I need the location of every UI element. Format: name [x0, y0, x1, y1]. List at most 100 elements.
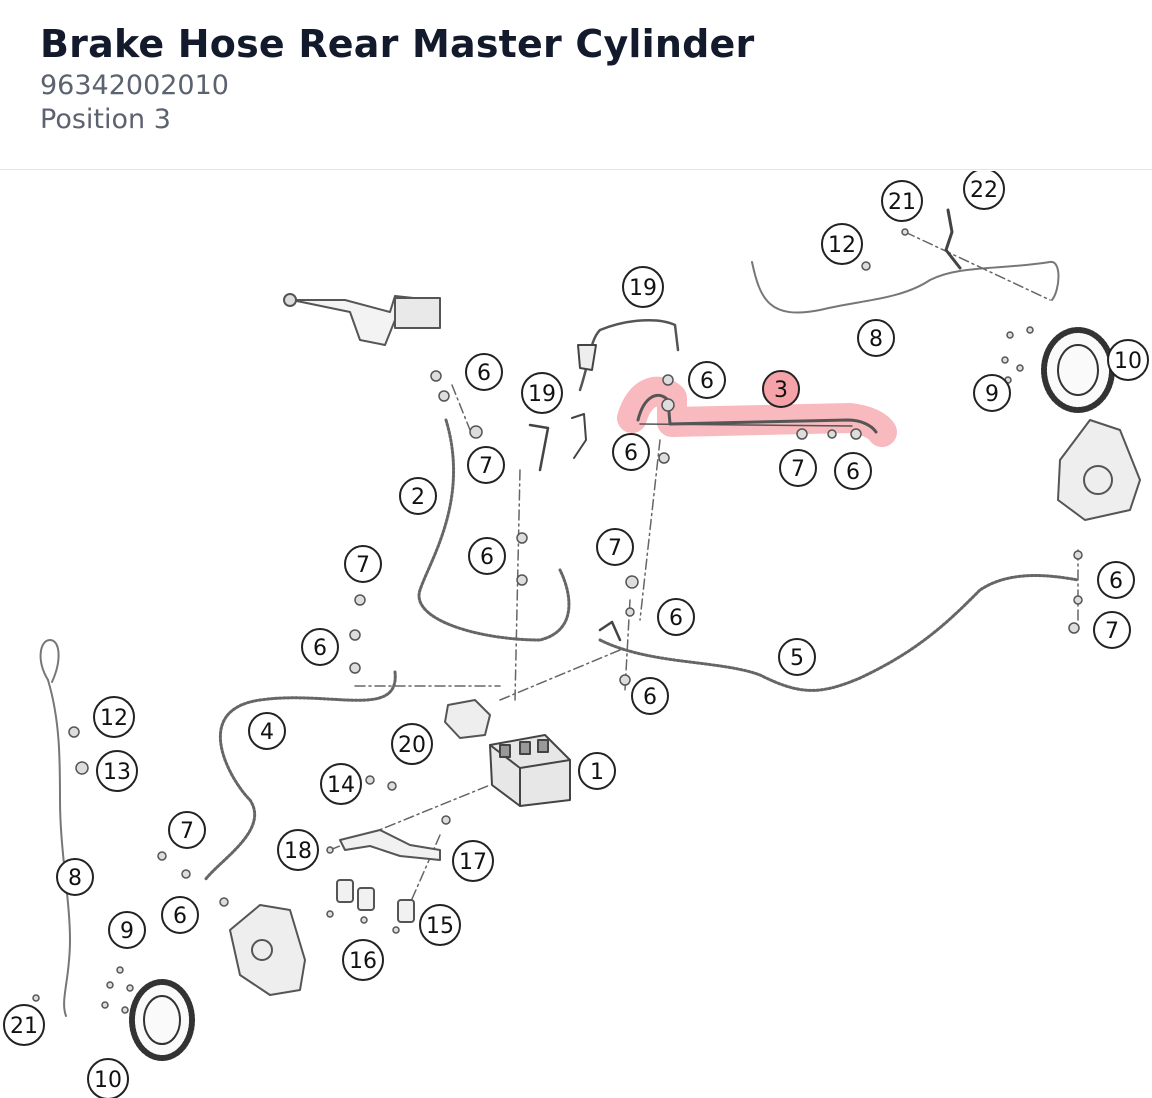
callout-circle	[963, 171, 1005, 210]
front-caliper-left	[229, 904, 306, 996]
callout-label: 4	[260, 720, 274, 745]
exploded-parts-diagram: 1234566666666667777778899101012121314151…	[3, 171, 1149, 1098]
callout-label: 19	[629, 276, 657, 301]
callout-circle	[342, 939, 384, 981]
callout-label: 7	[1105, 619, 1119, 644]
callout-circle	[161, 896, 199, 934]
sensor-cable-8-left	[47, 679, 71, 1017]
rear-caliper-right	[1057, 419, 1141, 521]
callout-circle	[56, 858, 94, 896]
callout-circle	[688, 361, 726, 399]
callout-circle	[973, 374, 1011, 412]
callout-label: 6	[643, 685, 657, 710]
callout-circle	[631, 677, 669, 715]
callout-6: 6	[161, 896, 199, 934]
bracket-20	[444, 699, 491, 739]
callout-circle	[391, 723, 433, 765]
callout-7: 7	[779, 449, 817, 487]
callout-label: 6	[846, 460, 860, 485]
callout-7: 7	[467, 446, 505, 484]
callout-label: 21	[10, 1014, 38, 1039]
callout-3: 3	[762, 370, 800, 408]
callout-label: 20	[398, 733, 426, 758]
callout-9: 9	[108, 911, 146, 949]
hose-4	[203, 670, 397, 882]
callout-6: 6	[465, 353, 503, 391]
callout-circle	[779, 449, 817, 487]
callout-circle	[1097, 561, 1135, 599]
callout-circle	[881, 180, 923, 222]
callout-5: 5	[778, 638, 816, 676]
callout-label: 3	[774, 378, 788, 403]
callout-10: 10	[1107, 339, 1149, 381]
brake-disc-left	[129, 979, 195, 1061]
callout-14: 14	[320, 763, 362, 805]
callout-9: 9	[973, 374, 1011, 412]
mount-bracket	[336, 829, 441, 923]
callout-12: 12	[93, 696, 135, 738]
callout-1: 1	[578, 752, 616, 790]
callout-circle	[93, 696, 135, 738]
callout-label: 17	[459, 850, 487, 875]
callout-21: 21	[881, 180, 923, 222]
callout-6: 6	[612, 433, 650, 471]
callout-label: 18	[284, 839, 312, 864]
callout-6: 6	[834, 452, 872, 490]
callout-label: 6	[313, 636, 327, 661]
callout-circle	[108, 911, 146, 949]
callout-2: 2	[399, 477, 437, 515]
callout-10: 10	[87, 1058, 129, 1098]
callout-label: 22	[970, 178, 998, 203]
callout-18: 18	[277, 829, 319, 871]
callout-label: 2	[411, 485, 425, 510]
callout-circle	[3, 1004, 45, 1046]
callout-circle	[622, 266, 664, 308]
callout-circle	[452, 840, 494, 882]
callout-circle	[857, 319, 895, 357]
callout-8: 8	[56, 858, 94, 896]
callout-circle	[248, 712, 286, 750]
callout-circle	[1093, 611, 1131, 649]
sensor-22	[944, 208, 962, 270]
connector-19	[577, 344, 597, 371]
callout-label: 6	[477, 361, 491, 386]
callout-label: 6	[669, 606, 683, 631]
connector-19b	[571, 413, 587, 459]
callout-label: 6	[700, 369, 714, 394]
callout-label: 6	[173, 904, 187, 929]
callout-19: 19	[521, 372, 563, 414]
callout-circle	[344, 545, 382, 583]
callout-label: 21	[888, 190, 916, 215]
callout-circle	[87, 1058, 129, 1098]
callout-21: 21	[3, 1004, 45, 1046]
callout-label: 6	[624, 441, 638, 466]
callout-label: 15	[426, 914, 454, 939]
callout-label: 7	[479, 454, 493, 479]
callout-circle	[612, 433, 650, 471]
callout-label: 12	[828, 233, 856, 258]
callout-label: 7	[180, 819, 194, 844]
callout-label: 8	[869, 327, 883, 352]
callout-7: 7	[168, 811, 206, 849]
callout-circle	[96, 750, 138, 792]
callout-circle	[465, 353, 503, 391]
hardware-parts	[32, 228, 1083, 1014]
callout-label: 1	[590, 760, 604, 785]
callout-label: 8	[68, 866, 82, 891]
callout-circle	[168, 811, 206, 849]
callout-15: 15	[419, 904, 461, 946]
abs-unit	[489, 734, 571, 807]
callout-label: 12	[100, 706, 128, 731]
front-brake-lever	[283, 293, 441, 346]
callout-circle	[1107, 339, 1149, 381]
callout-circle	[320, 763, 362, 805]
callout-circle	[419, 904, 461, 946]
page-title: Brake Hose Rear Master Cylinder	[40, 22, 755, 66]
callout-label: 7	[608, 536, 622, 561]
hose-2	[417, 418, 571, 642]
callout-8: 8	[857, 319, 895, 357]
callout-circle	[834, 452, 872, 490]
callout-20: 20	[391, 723, 433, 765]
callout-label: 14	[327, 773, 355, 798]
